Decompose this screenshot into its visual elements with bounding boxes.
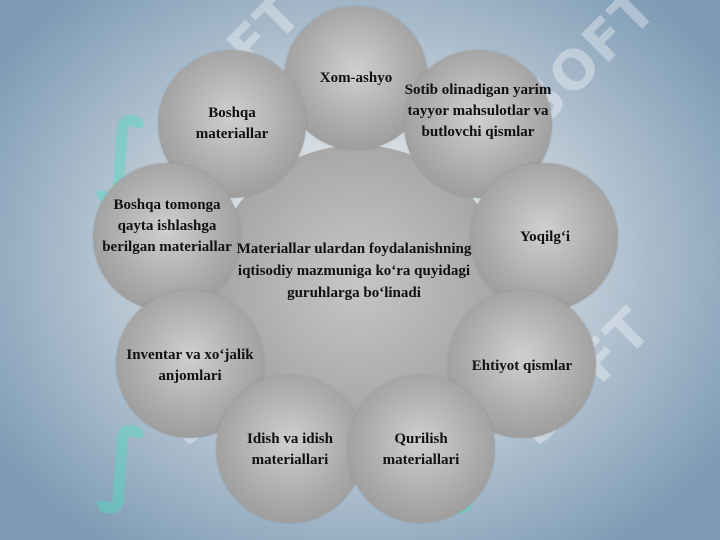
label-sotib-olinadigan: Sotib olinadigan yarim tayyor mahsulotla… — [404, 82, 552, 140]
label-inventar: Inventar va xo‘jalik anjomlari — [126, 347, 254, 384]
label-yoqilgi: Yoqilg‘i — [519, 229, 570, 245]
watermark-logo-icon: ∫ — [95, 410, 150, 515]
node-yoqilgi — [470, 163, 618, 311]
label-ehtiyot: Ehtiyot qismlar — [471, 358, 573, 374]
node-qayta-ishlash — [93, 163, 241, 311]
label-qurilish: Qurilish materiallari — [382, 431, 460, 468]
label-xom-ashyo: Xom-ashyo — [319, 70, 393, 86]
center-text: Materiallar ulardan foydalanishning iqti… — [236, 241, 472, 301]
label-qayta-ishlash: Boshqa tomonga qayta ishlashga berilgan … — [102, 197, 232, 255]
label-boshqa-materiallar: Boshqa materiallar — [195, 105, 269, 142]
node-idish — [216, 375, 364, 523]
label-idish: Idish va idish materiallari — [247, 431, 333, 468]
node-qurilish — [347, 375, 495, 523]
